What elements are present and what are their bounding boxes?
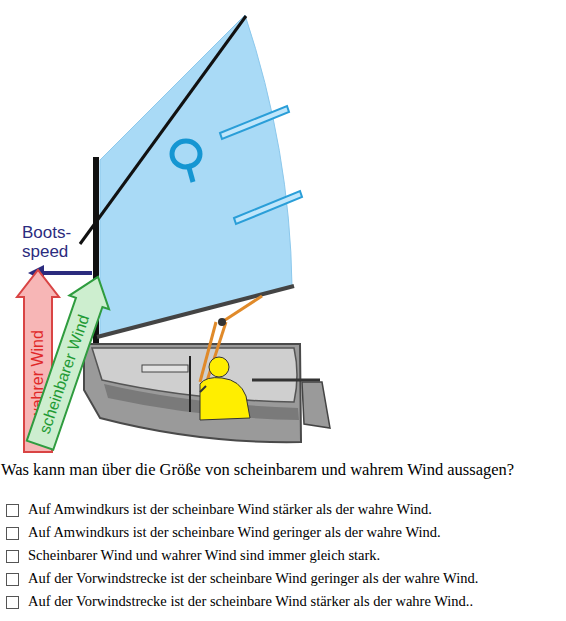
- hull: [84, 344, 301, 442]
- checkbox: [6, 596, 19, 609]
- thwart: [142, 365, 188, 372]
- answer-option: Auf Amwindkurs ist der scheinbare Wind g…: [28, 522, 566, 542]
- answer-option: Scheinbarer Wind und wahrer Wind sind im…: [28, 545, 566, 565]
- block: [218, 318, 226, 326]
- answer-option: Auf der Vorwindstrecke ist der scheinbar…: [28, 591, 566, 611]
- batten: [220, 106, 289, 139]
- rudder: [302, 382, 330, 428]
- checkbox: [6, 504, 19, 517]
- question-text: Was kann man über die Größe von scheinba…: [1, 460, 566, 480]
- checkbox: [6, 573, 19, 586]
- speed-label: Boots- speed: [22, 223, 80, 261]
- batten: [234, 191, 302, 224]
- class-logo: [172, 141, 200, 182]
- mainsheet: [200, 296, 262, 384]
- centerboard: [189, 356, 191, 412]
- answer-option: Auf Amwindkurs ist der scheinbare Wind s…: [28, 499, 566, 519]
- sailor: [200, 357, 250, 420]
- checkbox: [6, 527, 19, 540]
- boom: [97, 286, 294, 337]
- optimist-dinghy: [0, 0, 566, 460]
- sprit: [80, 16, 246, 244]
- checkbox: [6, 550, 19, 563]
- tiller: [252, 379, 320, 382]
- answer-option: Auf der Vorwindstrecke ist der scheinbar…: [28, 568, 566, 588]
